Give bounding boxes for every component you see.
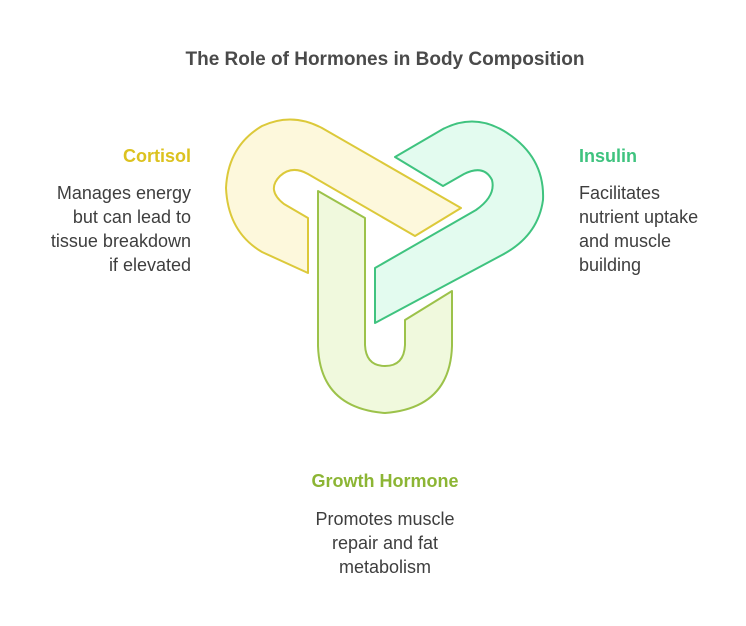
growth-hormone-description: Promotes muscle repair and fat metabolis…	[285, 507, 485, 579]
insulin-line: Facilitates	[579, 183, 661, 203]
growth-line: metabolism	[338, 557, 432, 577]
cortisol-line: tissue breakdown	[50, 231, 191, 251]
cortisol-loop	[225, 118, 462, 274]
growth-hormone-heading: Growth Hormone	[311, 471, 459, 491]
cortisol-description: Manages energy but can lead to tissue br…	[0, 181, 191, 277]
insulin-line: nutrient uptake	[579, 207, 699, 227]
insulin-heading: Insulin	[579, 146, 637, 166]
insulin-loop	[374, 120, 545, 324]
growth-line: Promotes muscle	[315, 509, 455, 529]
insulin-line: and muscle	[579, 231, 672, 251]
growth-line: repair and fat	[331, 533, 439, 553]
cortisol-line: if elevated	[108, 255, 191, 275]
diagram-title: The Role of Hormones in Body Composition	[185, 49, 585, 70]
cortisol-line: Manages energy	[56, 183, 191, 203]
insulin-line: building	[579, 255, 642, 275]
insulin-description: Facilitates nutrient uptake and muscle b…	[579, 181, 744, 277]
cortisol-heading: Cortisol	[122, 146, 191, 166]
growth-hormone-loop	[317, 190, 453, 414]
cortisol-line: but can lead to	[72, 207, 191, 227]
